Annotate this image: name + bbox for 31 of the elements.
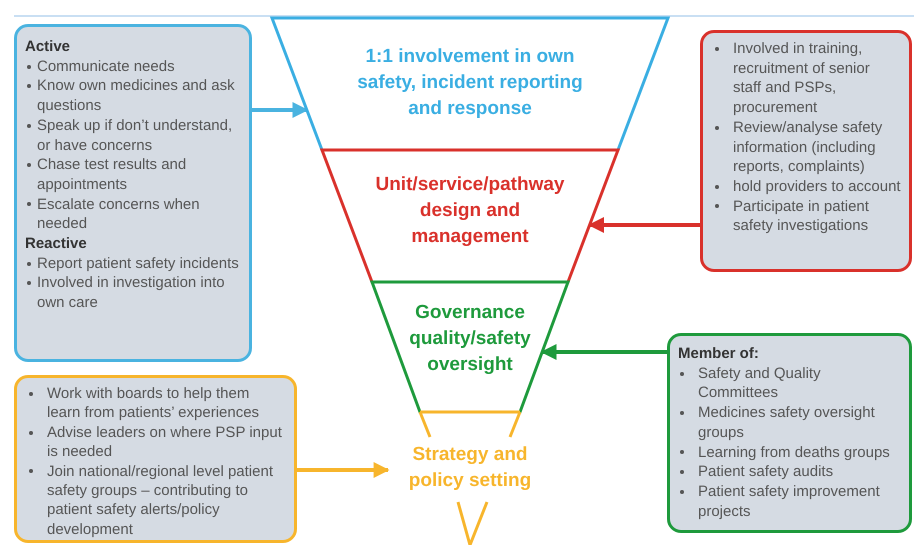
bullet-item: Safety and Quality Committees [698,364,821,402]
arrow [297,462,390,478]
bullet-item: Learning from deaths groups [698,444,890,461]
bullet-item: hold providers to account [733,178,901,195]
bullet-item: Speak up if don’t understand, or have concerns [37,116,232,154]
funnel-level-title: 1:1 involvement in own safety, incident reporting and response [356,45,584,121]
bullet-item: Review/analyse safety information (including reports, complaints) [733,118,882,176]
bullet-item: Report patient safety incidents [37,254,239,272]
bullet-item: Advise leaders on where PSP input is needed [47,424,282,460]
bullet-item: Know own medicines and ask questions [37,77,235,114]
info-panel [14,375,297,543]
funnel-level-title: Unit/service/pathway design and management [374,173,566,249]
bullet-item: Join national/regional level patient safety groups – contributing to patient safety alerts/policy development [47,462,273,538]
bullet-item: Involved in training, recruitment of senior staff and PSPs, procurement [733,40,870,116]
bullet-item: Escalate concerns when needed [37,196,200,232]
panel-heading: Active [25,37,72,57]
bullet-item: Communicate needs [37,58,175,75]
funnel-level-title: Governance quality/safety oversight [408,301,532,377]
info-panel [14,24,252,362]
panel-heading: Member of: [678,344,760,364]
funnel-level-title: Strategy and policy setting [408,443,532,493]
panel-heading: Reactive [25,234,88,254]
bullet-item: Involved in investigation into own care [37,274,225,312]
bullet-item: Participate in patient safety investigations [733,198,869,234]
bullet-item: Patient safety improvement projects [698,482,880,520]
bullet-item: Work with boards to help them learn from patients’ experiences [47,385,260,422]
bullet-item: Medicines safety oversight groups [698,404,875,441]
info-panel [700,30,912,272]
bullet-item: Patient safety audits [698,463,834,480]
bullet-item: Chase test results and appointments [37,156,186,193]
info-panel [667,333,912,533]
